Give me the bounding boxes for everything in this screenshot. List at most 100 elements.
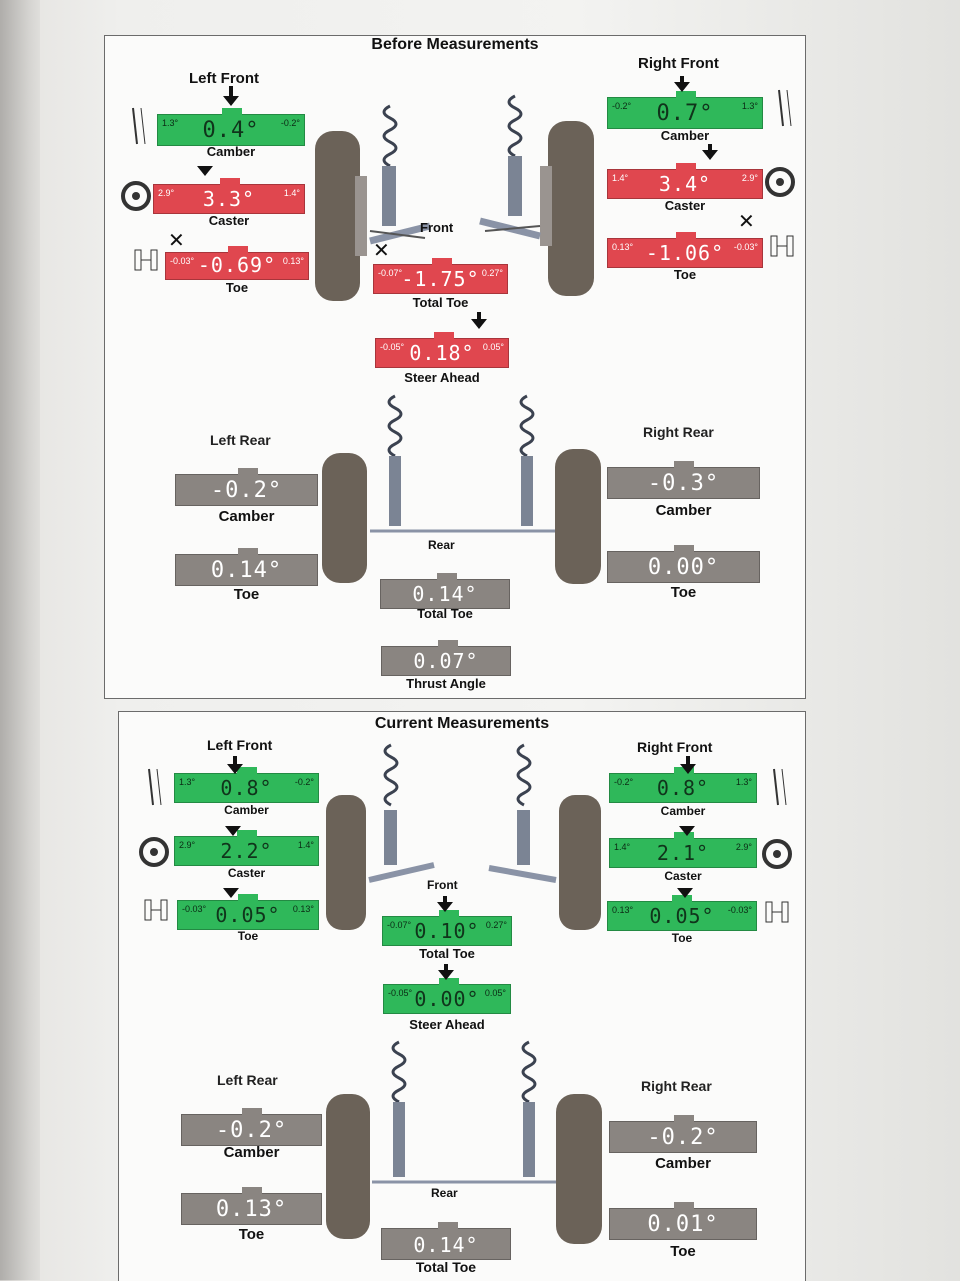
rr-camber-gauge: -0.2°: [609, 1115, 757, 1153]
pointer-arrow-icon: [686, 756, 690, 766]
wheel-tire-icon: [315, 121, 594, 301]
lr-toe-gauge: 0.14°: [175, 548, 318, 586]
gauge-value: 0.8°: [656, 776, 710, 800]
gauge-caption: Caster: [664, 198, 706, 213]
range-low: -0.03°: [182, 904, 207, 914]
rf-toe-gauge: 0.13° -0.03° -1.06°: [607, 232, 763, 268]
rf-camber-gauge: -0.2° 1.3° 0.7°: [607, 91, 763, 129]
strut-assembly-icon: [387, 394, 535, 458]
front-suspension-diagram: [315, 94, 594, 301]
pointer-arrow-icon: [225, 826, 241, 836]
pointer-arrow-icon: [680, 764, 696, 774]
right-rear-heading: Right Rear: [643, 424, 714, 440]
gauge-caption: Toe: [673, 267, 697, 282]
range-high: 1.3°: [735, 777, 752, 787]
pointer-arrow-icon: [227, 764, 243, 774]
gauge-caption: Toe: [671, 931, 693, 945]
lr-camber-gauge: -0.2°: [181, 1108, 322, 1146]
toe-icon: [144, 899, 168, 921]
gauge-value: 3.4°: [658, 172, 712, 196]
gauge-value: 2.1°: [656, 841, 710, 865]
range-low: 0.13°: [612, 242, 634, 252]
range-high: 0.05°: [484, 988, 506, 998]
out-of-spec-x-icon: ✕: [168, 230, 185, 252]
range-low: 1.4°: [614, 842, 631, 852]
gauge-value: 3.3°: [202, 187, 256, 211]
toe-icon: [765, 901, 789, 923]
range-low: -0.03°: [170, 256, 195, 266]
gauge-caption: Toe: [670, 1243, 696, 1260]
camber-icon: [132, 107, 146, 145]
range-high: 1.4°: [283, 188, 300, 198]
steer-ahead-gauge: -0.05° 0.05° 0.18°: [375, 332, 509, 368]
lr-toe-gauge: 0.13°: [181, 1187, 322, 1225]
camber-icon: [773, 768, 787, 806]
gauge-value: 0.05°: [215, 903, 281, 927]
left-rear-heading: Left Rear: [210, 432, 271, 448]
range-low: 2.9°: [179, 840, 196, 850]
gauge-value: 0.18°: [409, 341, 475, 365]
gauge-caption: Camber: [660, 804, 706, 818]
pointer-arrow-icon: [233, 756, 237, 766]
rear-suspension-diagram: [322, 394, 601, 584]
rear-suspension-diagram: [326, 1040, 602, 1244]
rf-caster-gauge: 1.4° 2.9° 2.1°: [609, 832, 757, 868]
range-high: -0.2°: [280, 118, 300, 128]
gauge-value: -0.69°: [197, 253, 277, 277]
gauge-caption: Toe: [237, 929, 259, 943]
caster-wheel-icon: [765, 167, 795, 197]
range-low: -0.2°: [612, 101, 632, 111]
gauge-caption: Total Toe: [419, 946, 475, 961]
caster-wheel-icon: [121, 181, 151, 211]
pointer-arrow-icon: [223, 96, 239, 106]
range-low: -0.07°: [378, 268, 403, 278]
range-high: 0.13°: [292, 904, 314, 914]
gauge-value: 0.07°: [413, 649, 479, 673]
gauge-value: 0.14°: [210, 558, 283, 583]
pointer-arrow-icon: [438, 970, 454, 980]
strut-assembly-icon: [391, 1040, 537, 1104]
rear-axle-label: Rear: [428, 538, 455, 552]
pointer-arrow-icon: [444, 964, 448, 972]
rear-total-toe-gauge: 0.14°: [381, 1222, 511, 1260]
lf-camber-gauge: 1.3° -0.2° 0.8°: [174, 767, 319, 803]
gauge-caption: Camber: [655, 502, 712, 519]
gauge-caption: Camber: [218, 508, 275, 525]
front-axle-label: Front: [420, 220, 454, 235]
rf-caster-gauge: 1.4° 2.9° 3.4°: [607, 163, 763, 199]
gauge-value: -0.2°: [647, 1125, 719, 1150]
range-low: -0.2°: [614, 777, 634, 787]
strut-assembly-icon: [383, 743, 532, 807]
pointer-arrow-icon: [680, 76, 684, 84]
wheel-tire-icon: [326, 1094, 602, 1244]
gauge-caption: Toe: [225, 280, 249, 295]
panel-title: Before Measurements: [371, 36, 539, 53]
gauge-value: 2.2°: [220, 839, 273, 863]
panel-title: Current Measurements: [374, 715, 550, 732]
gauge-caption: Total Toe: [412, 295, 469, 310]
gauge-value: 0.05°: [649, 904, 715, 928]
right-front-heading: Right Front: [637, 739, 713, 755]
pointer-arrow-icon: [702, 150, 718, 160]
gauge-value: 0.01°: [647, 1212, 719, 1237]
lf-camber-gauge: 1.3° -0.2° 0.4°: [157, 108, 305, 146]
toe-icon: [134, 249, 158, 271]
out-of-spec-x-icon: ✕: [373, 240, 390, 262]
toe-icon: [770, 235, 794, 257]
strut-assembly-icon: [382, 94, 523, 168]
rear-axle-label: Rear: [431, 1186, 458, 1200]
gauge-value: -1.75°: [401, 267, 480, 291]
range-low: -0.05°: [388, 988, 413, 998]
pointer-arrow-icon: [471, 319, 487, 329]
gauge-caption: Camber: [223, 1144, 280, 1161]
range-high: 0.27°: [481, 268, 503, 278]
rear-total-toe-gauge: 0.14°: [380, 573, 510, 609]
thrust-angle-gauge: 0.07°: [381, 640, 511, 676]
right-front-heading: Right Front: [638, 55, 719, 72]
front-total-toe-gauge: -0.07° 0.27° -1.75°: [373, 258, 508, 294]
lf-toe-gauge: -0.03° 0.13° 0.05°: [177, 894, 319, 930]
rf-toe-gauge: 0.13° -0.03° 0.05°: [607, 895, 757, 931]
pointer-arrow-icon: [223, 888, 239, 898]
range-high: -0.03°: [733, 242, 758, 252]
range-high: 2.9°: [741, 173, 758, 183]
